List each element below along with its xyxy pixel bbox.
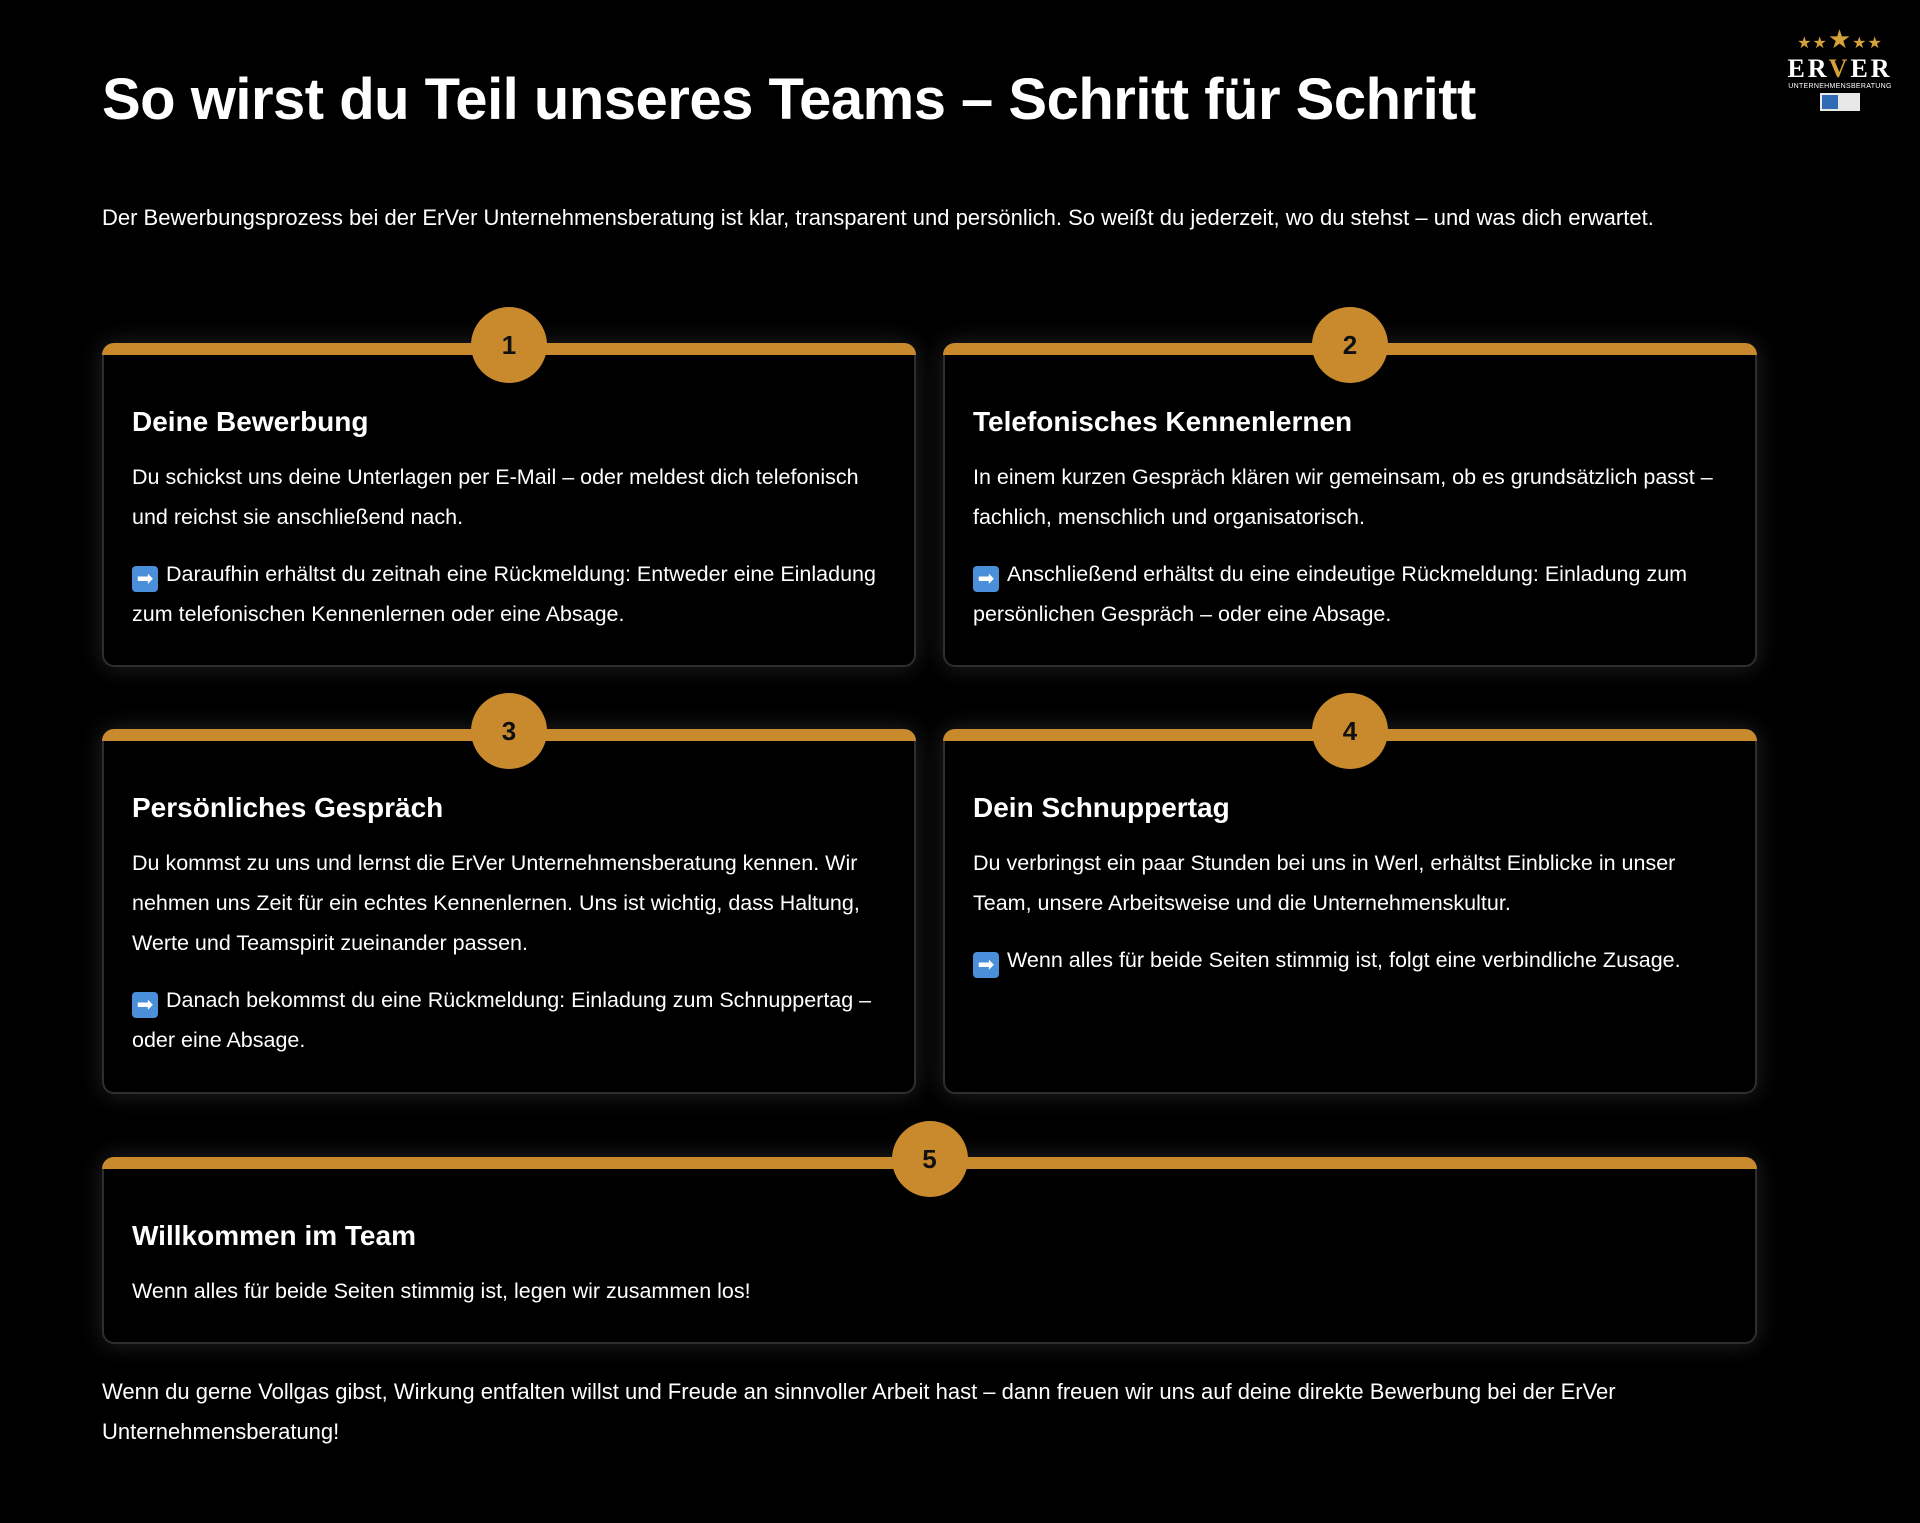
step-result: ➡Wenn alles für beide Seiten stimmig ist… — [973, 940, 1731, 980]
step-text: In einem kurzen Gespräch klären wir geme… — [973, 465, 1713, 529]
logo-brand: ERVER — [1787, 54, 1893, 83]
step-result: ➡Daraufhin erhältst du zeitnah eine Rück… — [132, 562, 876, 626]
footer-text: Wenn du gerne Vollgas gibst, Wirkung ent… — [102, 1379, 1616, 1444]
arrow-right-icon: ➡ — [973, 952, 999, 978]
step-title: Willkommen im Team — [132, 1220, 416, 1251]
step-number: 3 — [471, 693, 547, 769]
step-result: ➡Anschließend erhältst du eine eindeutig… — [973, 562, 1688, 626]
step-card-2: 2 Telefonisches Kennenlernen In einem ku… — [943, 307, 1757, 667]
logo-subtitle: UNTERNEHMENSBERATUNG — [1788, 83, 1892, 90]
step-title: Dein Schnuppertag — [973, 792, 1230, 823]
arrow-right-icon: ➡ — [132, 566, 158, 592]
step-card-4: 4 Dein Schnuppertag Du verbringst ein pa… — [943, 693, 1757, 1094]
step-text: Du schickst uns deine Unterlagen per E-M… — [132, 465, 859, 529]
stars-icon: ★★★★★ — [1797, 24, 1883, 54]
step-result: ➡Danach bekommst du eine Rückmeldung: Ei… — [132, 988, 872, 1052]
certificate-badge-icon — [1820, 93, 1860, 111]
step-number: 1 — [471, 307, 547, 383]
step-text: Du kommst zu uns und lernst die ErVer Un… — [132, 851, 860, 955]
step-number: 4 — [1312, 693, 1388, 769]
step-text: Du verbringst ein paar Stunden bei uns i… — [973, 851, 1676, 915]
step-card-1: 1 Deine Bewerbung Du schickst uns deine … — [102, 307, 916, 667]
erver-logo[interactable]: ★★★★★ ERVER UNTERNEHMENSBERATUNG — [1785, 24, 1895, 116]
step-title: Persönliches Gespräch — [132, 792, 444, 823]
step-text: Wenn alles für beide Seiten stimmig ist,… — [132, 1279, 751, 1303]
intro-text: Der Bewerbungsprozess bei der ErVer Unte… — [102, 205, 1654, 230]
step-number: 2 — [1312, 307, 1388, 383]
step-title: Telefonisches Kennenlernen — [973, 406, 1353, 437]
page-title: So wirst du Teil unseres Teams – Schritt… — [102, 67, 1476, 132]
step-title: Deine Bewerbung — [132, 406, 369, 437]
arrow-right-icon: ➡ — [973, 566, 999, 592]
step-number: 5 — [891, 1121, 968, 1197]
arrow-right-icon: ➡ — [132, 992, 158, 1018]
step-card-5: 5 Willkommen im Team Wenn alles für beid… — [102, 1121, 1757, 1344]
step-card-3: 3 Persönliches Gespräch Du kommst zu uns… — [102, 693, 916, 1094]
